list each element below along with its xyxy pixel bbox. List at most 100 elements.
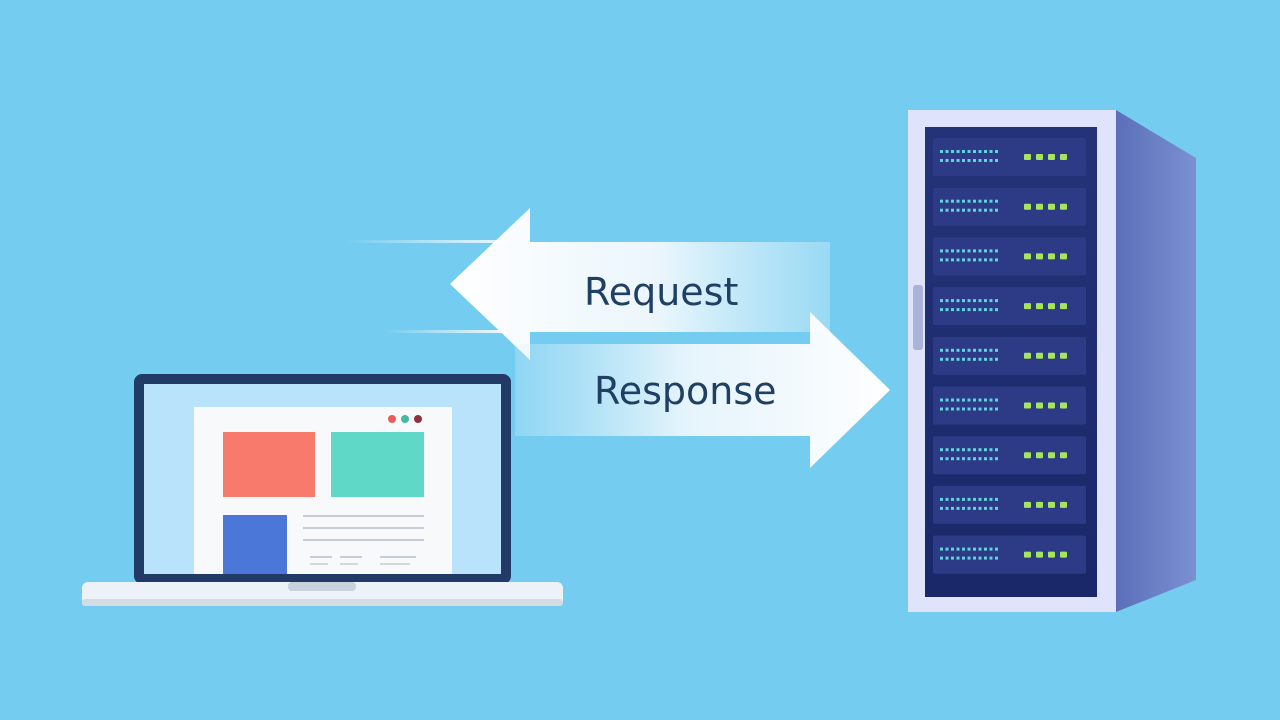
server-status-led [1024,501,1031,508]
server-vent-dot [951,497,954,501]
server-vent-dot [995,506,998,510]
server-vent-dot [956,398,960,402]
server-vent-dot [951,547,954,551]
server-vent-dot [940,556,943,560]
server-vent-dot [940,497,943,501]
server-vent-dot [995,448,998,452]
server-vent-dot [989,208,993,212]
server-bay [933,237,1086,276]
server-vent-dot [989,357,993,361]
server-vent-dot [962,159,965,162]
server-vent-dot [978,506,982,510]
server-status-led [1036,402,1043,409]
server-vent-dot [984,299,987,303]
server-status-led [1024,452,1031,459]
server-vent-dot [962,407,965,411]
server-tower [908,110,1196,612]
server-bay-panel [933,535,1086,574]
server-vent-dot [945,457,949,461]
server-vent-dot [967,497,971,501]
caption-line [340,563,358,565]
server-status-led [1060,352,1067,359]
server-vent-dot [989,398,993,402]
server-vent-dot [962,457,965,461]
server-vent-dot [967,506,971,510]
server-vent-dot [984,348,987,352]
server-vent-dot [978,208,982,212]
server-vent-dot [962,357,965,361]
server-vent-dot [984,159,987,162]
server-vent-dot [978,150,982,153]
server-vent-dot [967,448,971,452]
server-vent-dot [978,556,982,560]
laptop [82,374,563,606]
server-vent-dot [995,357,998,361]
server-vent-dot [973,208,976,212]
server-vent-dot [956,258,960,262]
request-label: Request [584,270,739,314]
server-vent-dot [989,258,993,262]
server-vent-dot [962,150,965,153]
server-bays [933,138,1086,574]
server-bay-panel [933,138,1086,176]
server-vent-dot [984,497,987,501]
server-bay-panel [933,287,1086,326]
server-status-led [1048,154,1055,160]
server-vent-dot [973,299,976,303]
server-vent-dot [956,357,960,361]
server-vent-dot [962,249,965,253]
caption-line [380,556,416,558]
server-vent-dot [940,448,943,452]
server-vent-dot [956,249,960,253]
server-vent-dot [945,249,949,253]
server-vent-dot [967,299,971,303]
laptop-hinge-notch [288,582,356,591]
content-card-red [223,432,315,497]
server-vent-dot [989,249,993,253]
server-vent-dot [978,547,982,551]
server-vent-dot [962,497,965,501]
server-vent-dot [956,497,960,501]
server-vent-dot [973,258,976,262]
server-vent-dot [995,249,998,253]
server-bay [933,287,1086,326]
server-vent-dot [989,150,993,153]
server-vent-dot [989,448,993,452]
server-bay [933,138,1086,176]
server-vent-dot [973,457,976,461]
server-vent-dot [995,407,998,411]
server-status-led [1024,402,1031,409]
server-vent-dot [978,448,982,452]
server-status-led [1048,452,1055,459]
server-vent-dot [967,199,971,203]
server-bay [933,485,1086,524]
server-vent-dot [962,199,965,203]
server-status-led [1048,402,1055,409]
server-vent-dot [951,159,954,162]
server-vent-dot [940,348,943,352]
server-vent-dot [945,150,949,153]
server-vent-dot [978,299,982,303]
server-vent-dot [995,398,998,402]
caption-line [380,563,410,565]
server-vent-dot [995,547,998,551]
server-vent-dot [940,258,943,262]
server-vent-dot [945,407,949,411]
server-vent-dot [989,407,993,411]
server-status-led [1024,352,1031,359]
server-vent-dot [989,497,993,501]
server-vent-dot [967,348,971,352]
server-vent-dot [967,308,971,312]
server-vent-dot [956,208,960,212]
server-vent-dot [973,159,976,162]
server-vent-dot [951,299,954,303]
server-vent-dot [967,407,971,411]
server-status-led [1024,551,1031,558]
server-bay [933,187,1086,226]
server-status-led [1036,203,1043,210]
server-vent-dot [956,308,960,312]
server-vent-dot [984,547,987,551]
server-vent-dot [978,199,982,203]
server-vent-dot [973,199,976,203]
server-vent-dot [940,457,943,461]
